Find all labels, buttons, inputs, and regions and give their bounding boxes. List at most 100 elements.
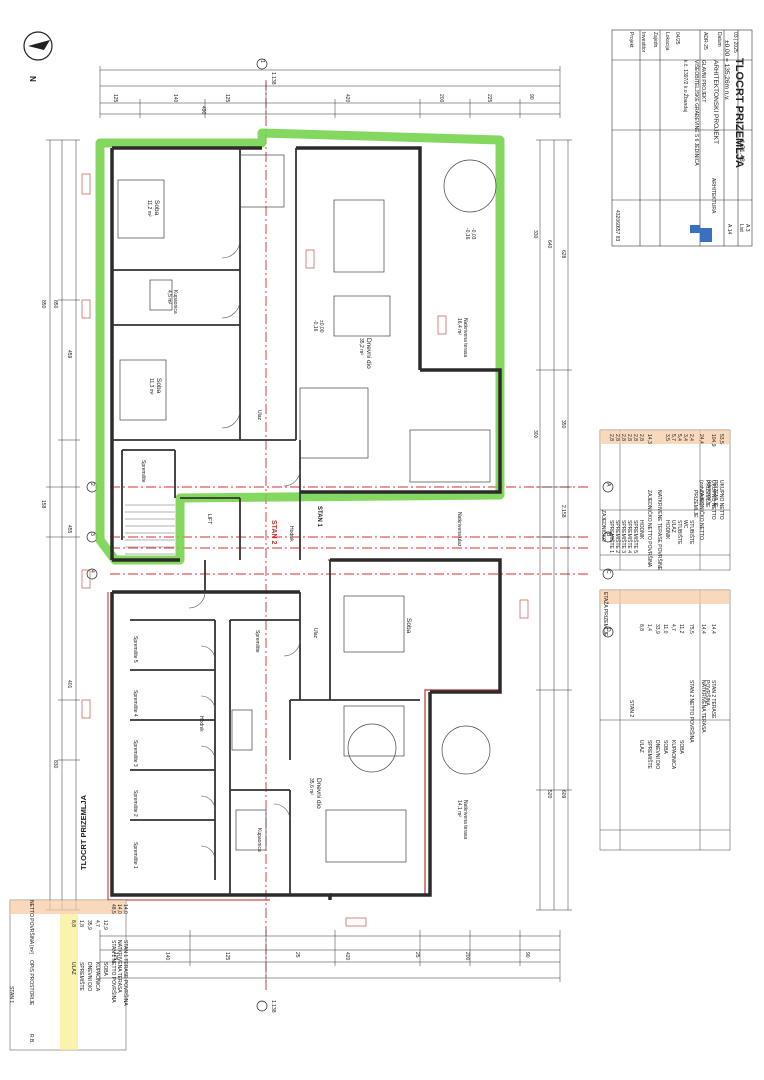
table-stan2-area-5-text: 11,2 xyxy=(678,624,684,634)
table-total-2-value-text: 53,5 xyxy=(718,434,724,444)
title-block xyxy=(611,29,753,247)
table-stan1-terrace-total: STAN 1 TERASE POVRŠINA xyxy=(122,940,128,1006)
table-common-net-value: 14,3 xyxy=(646,434,652,444)
table-stan1-row-1-name: SPREMIŠTE xyxy=(78,962,84,991)
table-stan2-area-0: 8,8 xyxy=(638,624,644,631)
table-stan1-sub: STAN 1 xyxy=(8,986,14,1003)
table-stan1-terrace-total-value: 14,0 xyxy=(122,904,128,914)
table-stan1-row-2-name: DNEVNI DIO xyxy=(86,962,92,992)
table-stan1-head-area-text: NETTO POVRŠINA [m²] xyxy=(28,900,34,954)
table-stan2-row-1-name: SPREMIŠTE xyxy=(646,740,652,769)
table-stan2-row-2-name: DNEVNI DIO xyxy=(654,740,660,770)
stan2-tag: STAN 2 xyxy=(270,520,277,544)
table-stan1-terrace-total-label: STAN 1 TERASE POVRŠINA xyxy=(122,940,128,1006)
table-stan2-area-3: 11,0 xyxy=(662,624,668,633)
table-stan2-row-1: SPREMIŠTE xyxy=(646,740,652,769)
table-stan2-row-0-name: ULAZ xyxy=(638,740,644,753)
table-stan2-net-label: STAN 2 NETTO POVRŠINA xyxy=(688,680,694,743)
table-stan1-row-4-name: SOBA xyxy=(102,962,108,976)
grid-bubbles xyxy=(86,58,614,1012)
table-stan2-row-3: SOBA xyxy=(662,740,668,754)
table-stan1-area-2: 35,9 xyxy=(86,920,92,930)
table-stan2-net-value: 75,5 xyxy=(688,624,694,634)
stan2-highlight xyxy=(95,128,505,565)
table-stan2-area-4-text: 4,7 xyxy=(670,624,676,631)
table-stan2-terrace-value: 14,4 xyxy=(700,624,706,634)
table-stan1-area-1-text: 1,8 xyxy=(78,920,84,927)
table-common-terrace-head-text: NATKRIVENE TERASE POVRŠINE xyxy=(656,490,662,571)
table-stan1-head-no-text: R.B. xyxy=(28,1034,34,1044)
table-total-2: UKUPNO NETTO PRIZEMLJE (otvoreno) xyxy=(706,480,724,520)
table-stan2-net-value-text: 75,5 xyxy=(688,624,694,634)
table-common-title: ZAJEDNIČKO xyxy=(600,510,606,542)
table-total-1-value-text: 104,9 xyxy=(710,434,716,447)
table-common-tarea-4: 2,4 xyxy=(688,434,694,441)
table-stan2-area-3-text: 11,0 xyxy=(662,624,668,634)
table-common-area-5: 2,8 xyxy=(638,434,644,441)
table-stan2-area-5: 11,2 xyxy=(678,624,684,633)
table-total-1-value: 104,9 xyxy=(710,434,716,447)
table-stan2-area-1: 1,4 xyxy=(646,624,652,631)
table-stan2-net: STAN 2 NETTO POVRŠINA xyxy=(688,680,694,743)
table-stan2-terrace-value-text: 14,4 xyxy=(700,624,706,634)
table-common-row-5-name: HODNIK xyxy=(638,520,644,540)
table-stan2-terrace-total-label: STAN 2 TERASE POVRŠINA xyxy=(704,680,716,719)
table-stan1-area-2-text: 35,9 xyxy=(86,920,92,930)
table-stan2-area-2: 33,9 xyxy=(654,624,660,634)
table-stan2-row-5-name: SOBA xyxy=(678,740,684,754)
table-stan1-area-4-text: 12,9 xyxy=(102,920,108,930)
table-stan2-area-1-text: 1,4 xyxy=(646,624,652,631)
table-stan2-row-3-name: SOBA xyxy=(662,740,668,754)
table-common-total-value: 24,4 xyxy=(698,434,704,444)
table-stan2-row-2: DNEVNI DIO xyxy=(654,740,660,769)
table-stan1-area-0-text: 8,8 xyxy=(70,920,76,927)
door-swings xyxy=(188,239,301,861)
table-stan1-area-0: 8,8 xyxy=(70,920,76,927)
table-common-terrace-head: NATKRIVENE TERASE POVRŠINE xyxy=(656,490,662,570)
window-tags xyxy=(81,173,529,927)
table-stan1-sub-text: STAN 1 xyxy=(8,986,14,1004)
north-label: N xyxy=(28,76,37,82)
table-common-net: ZAJEDNIČKO NETTO POVRŠINA xyxy=(646,490,652,567)
table-stan2-area-0-text: 8,8 xyxy=(638,624,644,631)
dimension-lines-left xyxy=(46,139,80,911)
table-stan2-row-5: SOBA xyxy=(678,740,684,754)
table-stan1-row-2: DNEVNI DIO xyxy=(86,962,92,991)
exterior-walls xyxy=(110,146,502,900)
dimension-lines-top xyxy=(99,66,561,118)
table-stan1-head-no: R.B. xyxy=(28,1034,34,1044)
table-stan1-row-1: SPREMIŠTE xyxy=(78,962,84,991)
table-stan1-row-0: ULAZ xyxy=(70,962,76,975)
table-stan2-row-0: ULAZ xyxy=(638,740,644,753)
interior-walls xyxy=(112,148,420,895)
table-common-net-value-text: 14,3 xyxy=(646,434,652,444)
table-stan1-area-3: 4,7 xyxy=(94,920,100,927)
table-common-total-value-text: 24,4 xyxy=(698,434,704,444)
table-stan1-row-3-name: KUPAONICA xyxy=(94,962,100,992)
table-common-tarea-4-text: 2,4 xyxy=(688,434,694,441)
table-stan1-head-area: NETTO POVRŠINA [m²] xyxy=(28,900,34,954)
table-stan1-row-0-name: ULAZ xyxy=(70,962,76,975)
stan1-tag: STAN 1 xyxy=(316,506,322,528)
table-stan2-terrace-total: STAN 2 TERASE POVRŠINA xyxy=(704,680,716,728)
company-logo-small xyxy=(690,225,700,233)
table-stan1-area-1: 1,8 xyxy=(78,920,84,927)
table-stan2-terrace-total-value: 14,4 xyxy=(710,624,716,634)
table-stan1-row-4: SOBA xyxy=(102,962,108,976)
table-stan1-head-name-text: OPIS PROSTORIJE xyxy=(28,960,34,1006)
table-stan1-area-4: 12,9 xyxy=(102,920,108,930)
table-stan2-row-4-name: KUPAONICA xyxy=(670,740,676,770)
dimension-lines-right xyxy=(536,139,572,911)
table-stan2-terrace-total-value-text: 14,4 xyxy=(710,624,716,634)
table-stan1-title: ETAŽA PRIZEMLJE xyxy=(602,592,608,636)
company-logo xyxy=(700,228,712,242)
table-common-area-5-text: 2,8 xyxy=(638,434,644,441)
table-total-2-value: 53,5 xyxy=(718,434,724,444)
table-stan1-title-text: ETAŽA PRIZEMLJE xyxy=(602,592,608,637)
table-stan1-area-3-text: 4,7 xyxy=(94,920,100,927)
table-common-title-text: ZAJEDNIČKO xyxy=(600,510,606,542)
furniture xyxy=(117,154,497,863)
table-common-net-label: ZAJEDNIČKO NETTO POVRŠINA xyxy=(646,490,652,568)
